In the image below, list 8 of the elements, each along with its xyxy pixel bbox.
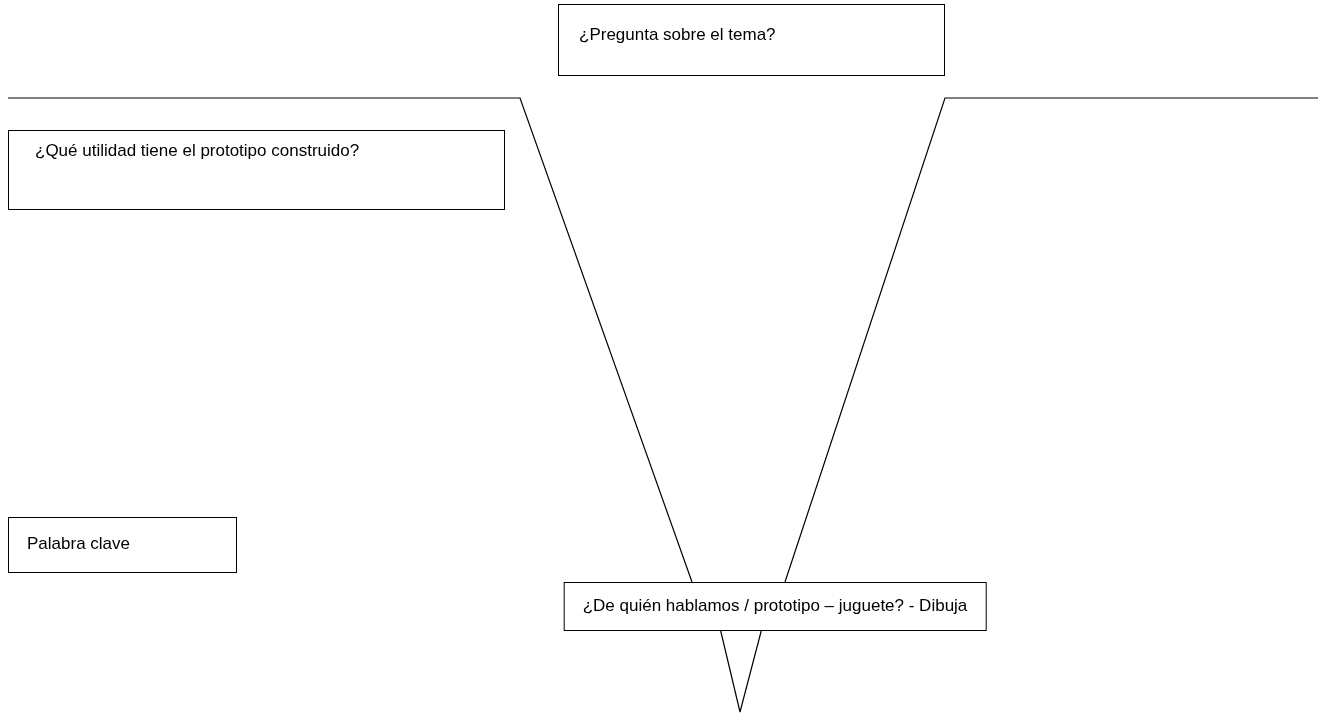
- text-box: [563, 582, 987, 631]
- text-box: [8, 130, 505, 210]
- text-box: [558, 4, 945, 76]
- box-text: ¿Qué utilidad tiene el prototipo construido?: [35, 140, 361, 162]
- box-text: Palabra clave: [27, 533, 131, 555]
- box-text: ¿De quién hablamos / prototipo – juguete? - Dibuja: [582, 595, 968, 617]
- text-box: [8, 517, 237, 573]
- box-text: ¿Pregunta sobre el tema?: [579, 24, 777, 46]
